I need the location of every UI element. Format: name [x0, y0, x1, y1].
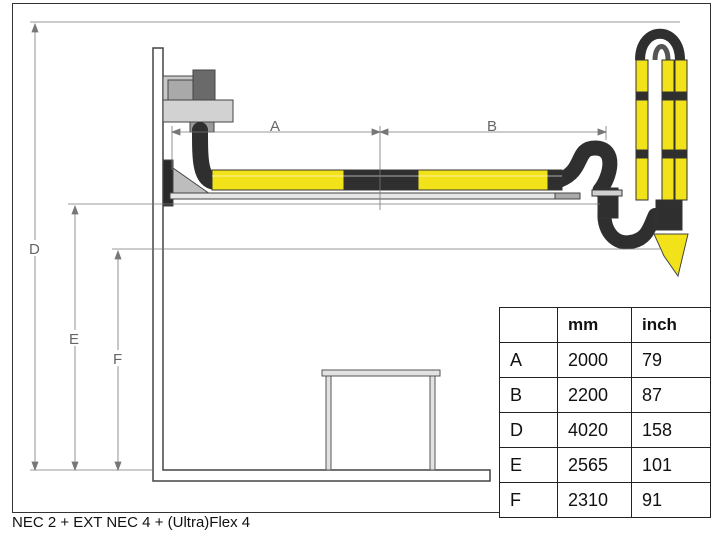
table-row: A 2000 79: [499, 342, 711, 378]
work-table: [321, 369, 441, 471]
table-row: E 2565 101: [499, 447, 711, 483]
dim-label-d: D: [29, 241, 40, 258]
flex-arm: [591, 28, 689, 278]
row-mm: 2310: [557, 482, 632, 518]
row-mm: 2565: [557, 447, 632, 483]
row-inch: 91: [631, 482, 711, 518]
row-inch: 87: [631, 377, 711, 413]
drawing-frame: [12, 3, 711, 513]
row-label: A: [499, 342, 558, 378]
row-label: E: [499, 447, 558, 483]
header-mm: mm: [557, 307, 632, 343]
horizontal-arm: [211, 169, 563, 191]
wall-bracket: [162, 159, 581, 207]
table-row: D 4020 158: [499, 412, 711, 448]
row-mm: 4020: [557, 412, 632, 448]
fan-motor-unit: [162, 69, 234, 133]
row-label: B: [499, 377, 558, 413]
hose-elbows: [192, 122, 662, 250]
wall-and-floor: [152, 47, 491, 482]
header-blank: [499, 307, 558, 343]
header-inch: inch: [631, 307, 711, 343]
row-inch: 101: [631, 447, 711, 483]
row-inch: 79: [631, 342, 711, 378]
row-label: F: [499, 482, 558, 518]
dim-label-b: B: [487, 118, 497, 135]
dimensions-table: mm inch A 2000 79 B 2200 87 D 4020 158 E…: [499, 307, 711, 518]
row-mm: 2000: [557, 342, 632, 378]
table-row: B 2200 87: [499, 377, 711, 413]
dim-label-a: A: [270, 118, 280, 135]
row-inch: 158: [631, 412, 711, 448]
row-mm: 2200: [557, 377, 632, 413]
table-row: F 2310 91: [499, 482, 711, 518]
dim-label-f: F: [113, 351, 122, 368]
figure-caption: NEC 2 + EXT NEC 4 + (Ultra)Flex 4: [12, 514, 251, 531]
table-header-row: mm inch: [499, 307, 711, 343]
dim-label-e: E: [69, 331, 79, 348]
row-label: D: [499, 412, 558, 448]
